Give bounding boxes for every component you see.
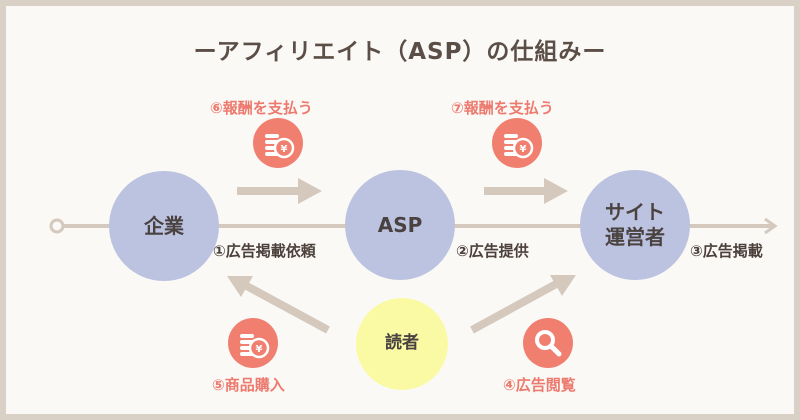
step-1-label: ①広告掲載依頼 xyxy=(213,242,316,260)
coin-stack-yen-icon: ¥ xyxy=(253,118,303,168)
purchase-arrow-head xyxy=(227,276,253,297)
node-company: 企業 xyxy=(109,171,219,281)
node-asp-label: ASP xyxy=(377,212,423,237)
flow-line-start-dot xyxy=(49,218,65,234)
step-2-label: ②広告提供 xyxy=(456,242,529,260)
node-company-label: 企業 xyxy=(144,213,184,238)
view-arrow-head xyxy=(550,275,576,296)
payment-arrow-1-head xyxy=(298,178,322,204)
flow-line-end-arrowhead xyxy=(764,217,778,235)
svg-text:¥: ¥ xyxy=(281,144,288,155)
magnifier-icon xyxy=(523,318,573,368)
purchase-arrow xyxy=(241,280,330,334)
svg-text:¥: ¥ xyxy=(256,344,263,355)
node-asp: ASP xyxy=(345,170,455,280)
step-3-label: ③広告掲載 xyxy=(690,242,763,260)
step-7-label: ⑦報酬を支払う xyxy=(451,99,554,117)
node-reader-label: 読者 xyxy=(385,333,419,354)
step-4-label: ④広告閲覧 xyxy=(503,376,576,394)
svg-text:¥: ¥ xyxy=(520,144,527,155)
view-arrow xyxy=(470,279,560,334)
coin-stack-yen-icon: ¥ xyxy=(228,318,278,368)
step-5-label: ⑤商品購入 xyxy=(212,376,285,394)
diagram-title: ーアフィリエイト（ASP）の仕組みー xyxy=(193,39,607,65)
coin-stack-yen-icon: ¥ xyxy=(492,118,542,168)
node-site-operator: サイト 運営者 xyxy=(580,170,690,280)
step-6-label: ⑥報酬を支払う xyxy=(210,99,313,117)
node-site-operator-label: サイト 運営者 xyxy=(605,200,665,249)
node-reader: 読者 xyxy=(356,298,448,390)
payment-arrow-2-head xyxy=(544,178,568,204)
